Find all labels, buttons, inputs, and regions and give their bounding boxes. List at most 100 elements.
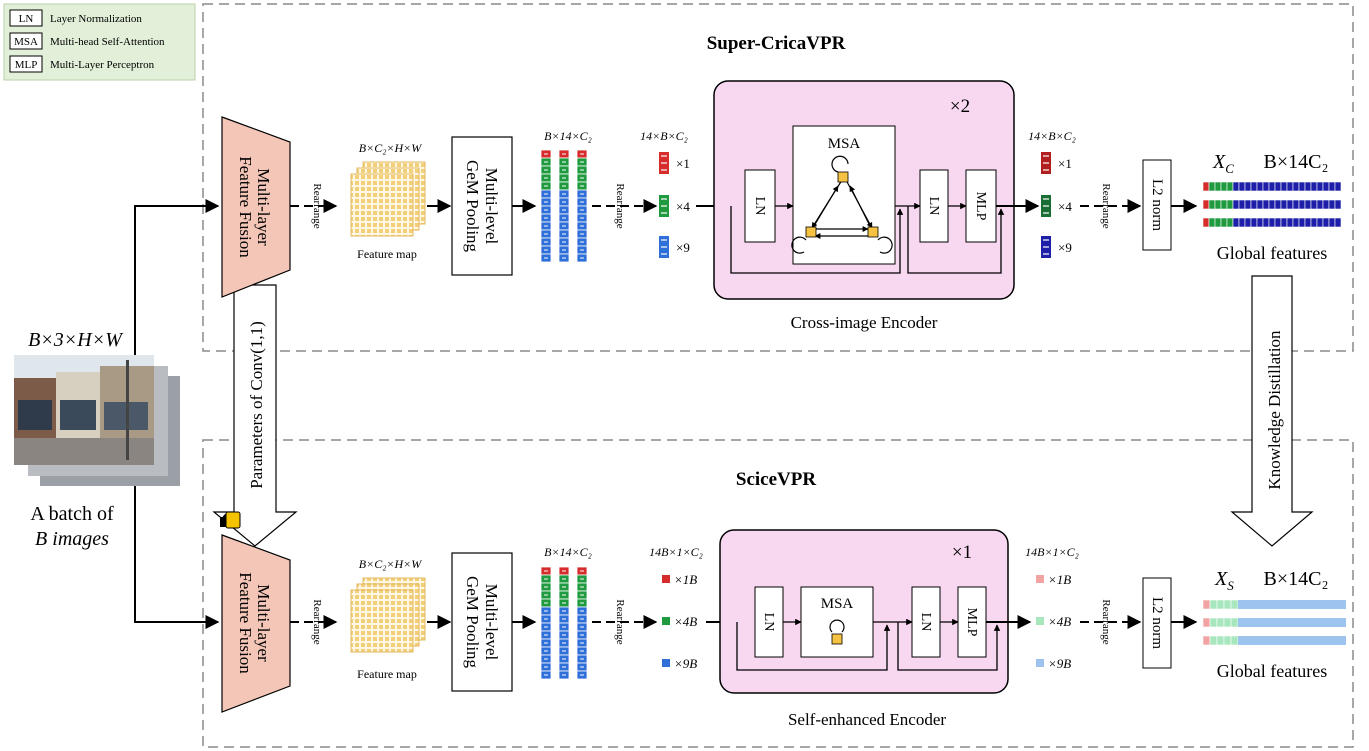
svg-text:Multi-head Self-Attention: Multi-head Self-Attention [50,36,165,48]
svg-text:MLP: MLP [973,192,988,221]
bottom-gem-pooling: Multi-level GeM Pooling [451,552,513,692]
bottom-encoder-repeat: ×1 [952,542,972,563]
bottom-mlp: MLP [957,586,987,658]
top-fmap-dims: B×C₂×H×W [359,141,422,155]
bottom-tokens-in-dims: 14B×1×C₂ [649,545,703,559]
svg-text:MLP: MLP [15,59,38,71]
token-column [576,149,588,263]
bottom-fmap-label: Feature map [357,667,417,681]
token-column [558,149,570,263]
bottom-rearrange-2: Rearrange [614,599,626,644]
svg-text:×9: ×9 [1058,240,1072,255]
top-feature-fusion: Multi-layer Feature Fusion [221,116,291,298]
feature-vector-row [1202,617,1346,628]
token-column [540,149,552,263]
bottom-gem-out-dims: B×14×C₂ [544,545,592,559]
top-ln-1: LN [744,169,776,243]
top-feat-symbol: XC [1212,151,1234,176]
bottom-l2-norm: L2 norm [1142,577,1172,669]
feature-vector-row [1202,217,1342,228]
bottom-ln-1: LN [754,586,784,658]
bottom-global-label: Global features [1217,661,1327,681]
svg-text:GeM Pooling: GeM Pooling [463,576,482,669]
svg-text:L2 norm: L2 norm [1149,597,1165,649]
input-caption-line1: A batch of [30,503,114,525]
svg-text:×9B: ×9B [1048,656,1071,671]
svg-text:Layer Normalization: Layer Normalization [50,13,142,25]
svg-text:MLP: MLP [964,608,979,637]
top-mlp: MLP [965,169,997,243]
svg-text:×4B: ×4B [674,614,697,629]
bottom-global-features: XS B×14C₂ Global features [1202,568,1346,681]
distillation-label: Knowledge Distillation [1265,330,1284,490]
top-l2-norm: L2 norm [1142,159,1172,251]
feature-vector-row [1202,599,1346,610]
svg-text:L2 norm: L2 norm [1149,179,1165,231]
bottom-rearrange-3: Rearrange [1100,599,1112,644]
top-msa-block: MSA [791,125,896,265]
svg-text:×1: ×1 [676,156,690,171]
cross-image-encoder: ×2 LN MSA [713,80,1015,332]
token-column [540,566,552,680]
bottom-feat-symbol: XS [1214,568,1234,593]
svg-text:MSA: MSA [14,36,38,48]
top-rearrange-3: Rearrange [1100,183,1112,228]
bottom-encoder-label: Self-enhanced Encoder [788,710,946,729]
street-image-stack [14,355,180,486]
bottom-msa-block: MSA [800,586,874,658]
bottom-fmap-dims: B×C₂×H×W [359,557,422,571]
svg-text:Multi-layer: Multi-layer [254,168,273,246]
feature-vector-row [1202,181,1342,192]
self-enhanced-encoder: ×1 LN MSA LN MLP [719,529,1009,729]
svg-text:×1B: ×1B [1048,572,1071,587]
scicevpr-frame [202,439,1354,748]
svg-text:×4B: ×4B [1048,614,1071,629]
svg-text:GeM Pooling: GeM Pooling [463,160,482,253]
top-feat-dims: B×14C₂ [1264,151,1329,173]
bottom-token-group-out: ×1B ×4B ×9B [1036,572,1071,671]
svg-text:LN: LN [752,197,767,216]
svg-text:Multi-layer: Multi-layer [254,584,273,662]
bottom-token-group-in: ×1B ×4B ×9B [662,572,697,671]
svg-text:×4: ×4 [676,199,690,214]
svg-text:LN: LN [19,13,34,25]
svg-text:×1B: ×1B [674,572,697,587]
svg-text:×1: ×1 [1058,156,1072,171]
legend: LN Layer Normalization MSA Multi-head Se… [3,3,196,81]
input-arrow-bottom [134,486,220,629]
top-tokens-in-dims: 14×B×C₂ [640,129,688,143]
input-dims: B×3×H×W [28,329,124,351]
top-ln-2: LN [919,169,949,243]
top-rearrange-2: Rearrange [614,183,626,228]
bottom-feature-map [350,577,426,653]
svg-text:Feature Fusion: Feature Fusion [236,156,255,258]
bottom-token-columns [540,566,588,680]
svg-text:×9B: ×9B [674,656,697,671]
svg-text:MSA: MSA [821,596,854,612]
svg-text:×9: ×9 [676,240,690,255]
svg-text:Multi-Layer Perceptron: Multi-Layer Perceptron [50,59,155,71]
bottom-ln-2: LN [911,586,941,658]
bottom-title: SciceVPR [736,469,816,490]
top-global-label: Global features [1217,243,1327,263]
svg-text:MSA: MSA [828,136,861,152]
svg-text:LN: LN [918,613,933,632]
top-fmap-label: Feature map [357,247,417,261]
top-token-group-out: ×1 ×4 ×9 [1041,152,1072,258]
top-token-columns [540,149,588,263]
top-feature-map [350,161,426,237]
feature-vector-row [1202,635,1346,646]
bottom-feature-fusion: Multi-layer Feature Fusion [221,534,291,713]
svg-text:Multi-level: Multi-level [482,584,501,661]
top-rearrange-1: Rearrange [311,183,323,228]
svg-text:LN: LN [926,197,941,216]
bottom-feat-dims: B×14C₂ [1264,568,1329,590]
parameter-sharing-arrow: Parameters of Conv(1,1) [212,284,298,547]
bottom-branch: Multi-layer Feature Fusion Rearrange B×C… [221,529,1346,729]
input-images: B×3×H×W A batch of B images [14,329,180,550]
top-encoder-repeat: ×2 [950,96,970,117]
top-encoder-label: Cross-image Encoder [791,313,938,332]
feature-vector-row [1202,199,1342,210]
svg-text:Multi-level: Multi-level [482,168,501,245]
